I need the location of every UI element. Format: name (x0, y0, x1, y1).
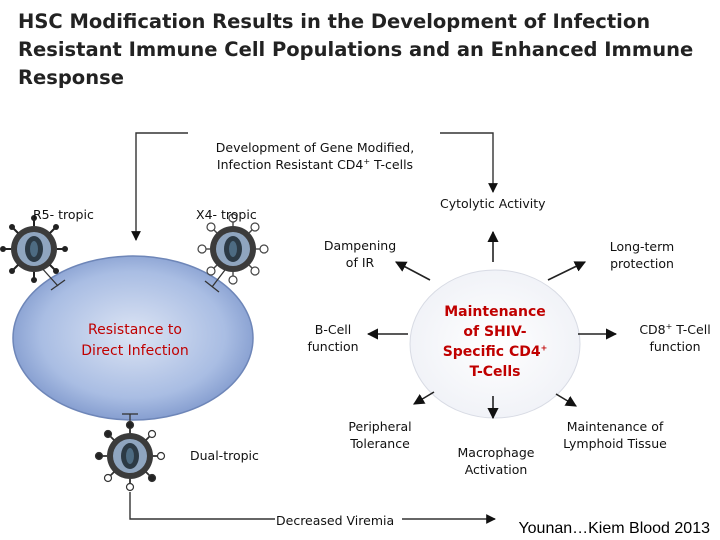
center-label: Maintenance of SHIV- Specific CD4+ T-Cel… (442, 304, 548, 380)
dual-tropic-label: Dual-tropic (190, 448, 259, 463)
lymphoid-tissue-label: Maintenance of Lymphoid Tissue (563, 419, 667, 451)
r5-tropic-label: R5- tropic (33, 207, 94, 222)
citation-credit: Younan…Kiem Blood 2013 (518, 520, 710, 537)
slide-title: HSC Modification Results in the Developm… (18, 10, 694, 89)
gene-modified-line2: Infection Resistant CD4+ T-cells (216, 156, 414, 172)
bottom-connector (129, 492, 496, 524)
resistant-cell (12, 255, 254, 421)
decreased-viremia-label: Decreased Viremia (276, 513, 395, 528)
peripheral-tolerance-label: Peripheral Tolerance (348, 419, 412, 451)
b-cell-function-label: B-Cell function (307, 322, 359, 354)
cytolytic-activity-label: Cytolytic Activity (440, 196, 546, 211)
cd8-function-label: CD8+ T-Cell function (639, 321, 711, 354)
radiating-arrows (366, 230, 618, 420)
long-term-protection-label: Long-term protection (609, 239, 675, 271)
virus-dual (94, 420, 166, 492)
resistance-label: Resistance to Direct Infection (81, 322, 189, 359)
virus-r5 (0, 215, 68, 283)
gene-modified-label: Development of Gene Modified, Infection … (190, 139, 440, 173)
x4-tropic-label: X4- tropic (196, 207, 257, 222)
virus-x4 (197, 213, 269, 285)
top-connector (131, 132, 498, 241)
gene-modified-line1: Development of Gene Modified, (215, 140, 415, 155)
dampening-label: Dampening of IR (323, 238, 397, 270)
macrophage-activation-label: Macrophage Activation (457, 445, 535, 477)
